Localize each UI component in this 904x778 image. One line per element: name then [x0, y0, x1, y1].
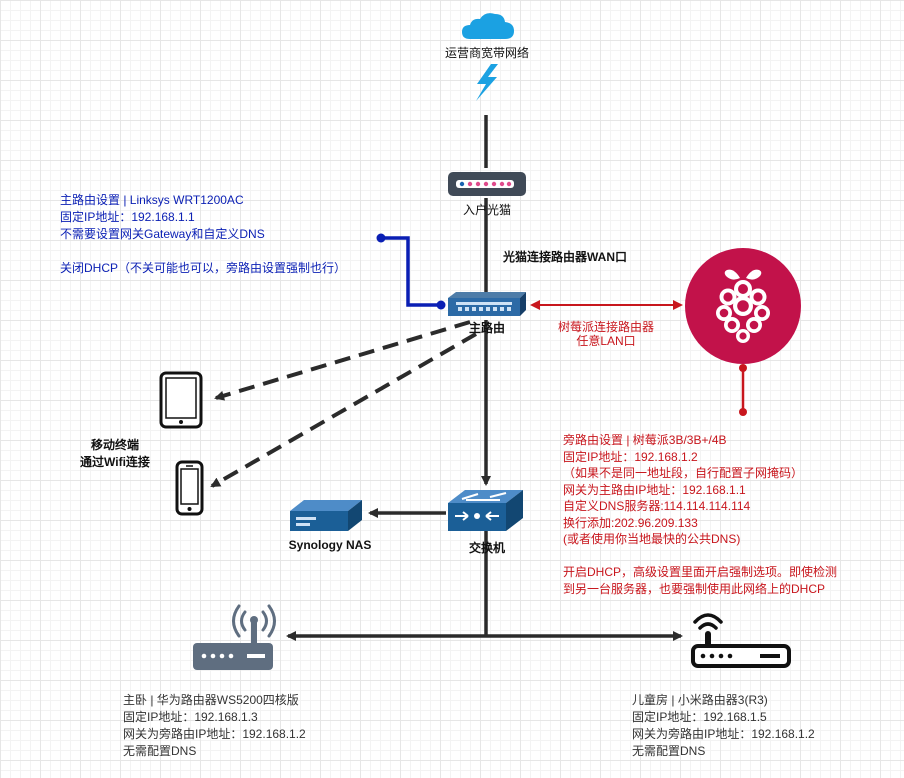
modem-router-link-label: 光猫连接路由器WAN口 [503, 250, 627, 264]
pi-link-label: 树莓派连接路由器 任意LAN口 [545, 320, 667, 348]
note-connector-blue-end [436, 300, 446, 310]
bedroom-router-note: 主卧 | 华为路由器WS5200四核版 固定IP地址：192.168.1.3 网… [123, 692, 306, 760]
bypass-note-line-6: 换行添加:202.96.209.133 [563, 515, 698, 530]
switch-icon [448, 490, 523, 531]
bedroom-note-line-3: 网关为旁路由IP地址：192.168.1.2 [123, 727, 306, 741]
main-router-label: 主路由 [468, 321, 505, 335]
bypass-note-line-10: 到另一台服务器，也要强制使用此网络上的DHCP [563, 581, 826, 596]
main-router-note-line-3: 不需要设置网关Gateway和自定义DNS [60, 227, 265, 241]
kids-note-line-3: 网关为旁路由IP地址：192.168.1.2 [632, 727, 815, 741]
pi-connector-bottom [739, 408, 747, 416]
pi-link-line-2: 任意LAN口 [576, 334, 636, 348]
kids-router-icon [691, 613, 791, 668]
main-router-note-line-2: 固定IP地址：192.168.1.1 [60, 210, 195, 224]
bypass-note-line-5: 自定义DNS服务器:114.114.114.114 [563, 499, 751, 513]
bypass-note-line-7: (或者使用你当地最快的公共DNS) [563, 532, 741, 546]
switch-label: 交换机 [468, 541, 505, 555]
bypass-note-line-1: 旁路由设置 | 树莓派3B/3B+/4B [563, 433, 727, 447]
phone-icon [175, 460, 204, 516]
main-router-note-line-5: 关闭DHCP（不关可能也可以，旁路由设置强制也行） [60, 261, 347, 275]
bypass-router-note: 旁路由设置 | 树莓派3B/3B+/4B 固定IP地址：192.168.1.2 … [563, 432, 837, 597]
bypass-note-line-9: 开启DHCP，高级设置里面开启强制选项。即使检测 [563, 565, 838, 579]
raspberry-pi-icon [685, 248, 801, 364]
bedroom-router-icon [193, 604, 276, 670]
note-connector-blue [381, 236, 440, 307]
nas-label: Synology NAS [288, 538, 372, 552]
kids-note-line-4: 无需配置DNS [632, 744, 706, 758]
kids-note-line-1: 儿童房 | 小米路由器3(R3) [632, 693, 768, 707]
connectors [210, 115, 747, 641]
cloud-icon [462, 13, 514, 39]
bypass-note-line-8 [563, 548, 837, 565]
tablet-icon [159, 371, 203, 429]
modem-label: 入户光猫 [462, 203, 511, 217]
wifi-to-tablet-arrow [214, 320, 471, 401]
main-router-note-line-1: 主路由设置 | Linksys WRT1200AC [60, 193, 244, 207]
bedroom-note-line-1: 主卧 | 华为路由器WS5200四核版 [123, 693, 299, 707]
main-router-note: 主路由设置 | Linksys WRT1200AC 固定IP地址：192.168… [60, 192, 346, 277]
pi-connector-top [739, 364, 747, 372]
pi-link-line-1: 树莓派连接路由器 [557, 320, 654, 334]
mobile-terminal-line-1: 移动终端 [90, 438, 139, 452]
kids-router-note: 儿童房 | 小米路由器3(R3) 固定IP地址：192.168.1.5 网关为旁… [632, 692, 815, 760]
mobile-terminal-line-2: 通过Wifi连接 [80, 455, 150, 469]
note-connector-blue-start [376, 233, 386, 243]
bypass-note-line-3: （如果不是同一地址段，自行配置子网掩码） [563, 466, 804, 480]
lightning-icon [476, 64, 498, 101]
bedroom-note-line-4: 无需配置DNS [123, 744, 197, 758]
bedroom-note-line-2: 固定IP地址：192.168.1.3 [123, 710, 258, 724]
bypass-note-line-2: 固定IP地址：192.168.1.2 [563, 449, 698, 464]
bypass-note-line-4: 网关为主路由IP地址：192.168.1.1 [563, 482, 746, 497]
mobile-terminal-label: 移动终端 通过Wifi连接 [60, 437, 170, 471]
kids-note-line-2: 固定IP地址：192.168.1.5 [632, 710, 767, 724]
main-router-icon [448, 292, 526, 316]
isp-label: 运营商宽带网络 [444, 46, 529, 60]
wifi-to-phone-arrow [210, 332, 477, 488]
main-router-note-line-4 [60, 243, 346, 260]
nas-icon [290, 500, 362, 531]
modem-icon [448, 172, 526, 196]
